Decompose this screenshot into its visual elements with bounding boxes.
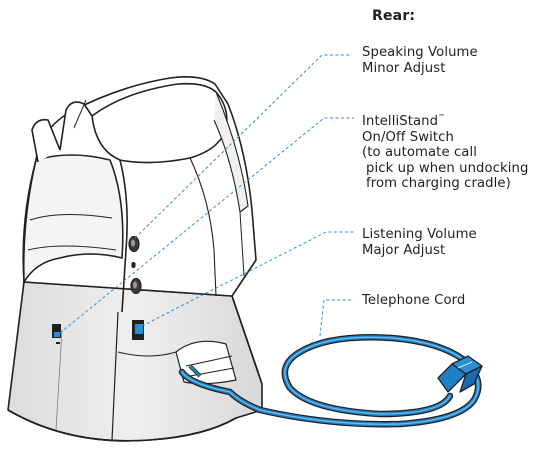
listening-volume-switch xyxy=(132,320,144,340)
rear-heading: Rear: xyxy=(372,8,415,24)
speaking-volume-title: Speaking Volume xyxy=(362,45,478,61)
speaking-volume-label: Speaking Volume Minor Adjust xyxy=(362,45,478,76)
listening-volume-title: Listening Volume xyxy=(362,227,477,243)
telephone-cord-label: Telephone Cord xyxy=(362,293,465,309)
intellistand-note-3: from charging cradle) xyxy=(362,176,528,192)
indicator-dot xyxy=(132,262,136,268)
intellistand-label: IntelliStand™ On/Off Switch (to automate… xyxy=(362,110,528,192)
intellistand-note-1: (to automate call xyxy=(362,145,528,161)
intellistand-title: IntelliStand™ xyxy=(362,110,528,130)
listening-volume-label: Listening Volume Major Adjust xyxy=(362,227,477,258)
listening-volume-subtitle: Major Adjust xyxy=(362,243,477,259)
trademark-symbol: ™ xyxy=(438,113,445,121)
intellistand-note-2: pick up when undocking xyxy=(362,161,528,177)
speaking-volume-subtitle: Minor Adjust xyxy=(362,61,478,77)
telephone-cord-title: Telephone Cord xyxy=(362,293,465,309)
leader-telephone-cord xyxy=(320,300,354,336)
second-knob xyxy=(131,279,141,294)
speaking-volume-knob xyxy=(129,237,139,252)
intellistand-name: IntelliStand xyxy=(362,114,438,129)
intellistand-switch-text: On/Off Switch xyxy=(362,130,528,146)
